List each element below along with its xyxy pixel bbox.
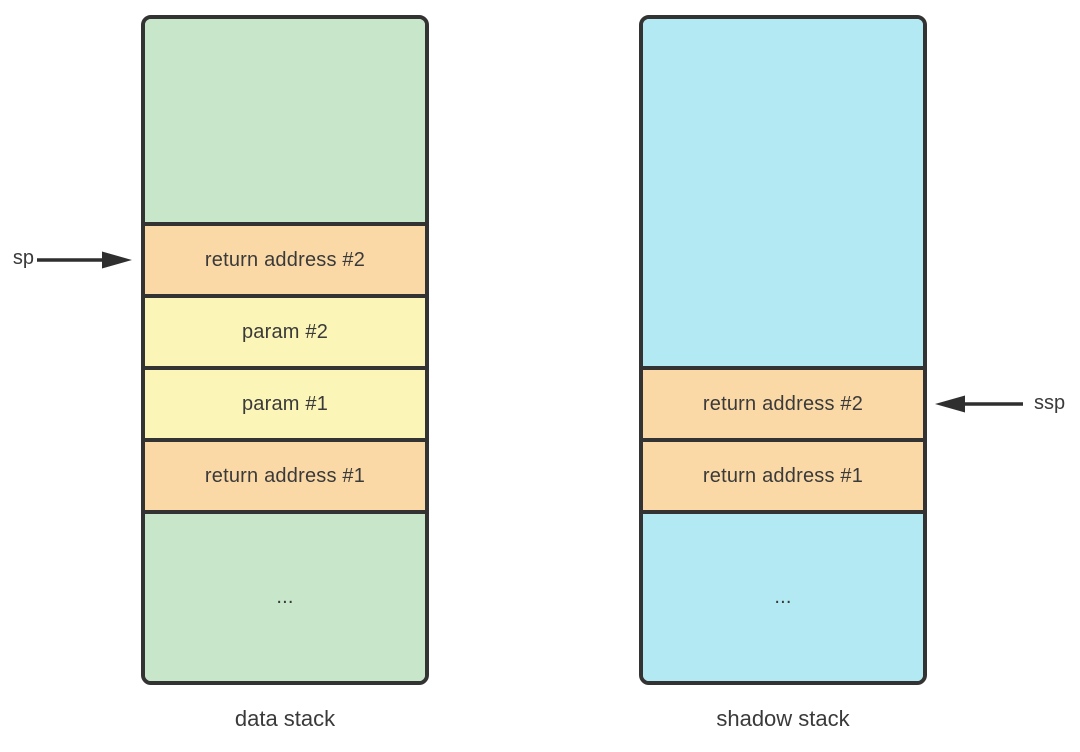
shadow-stack-return-address-1-segment: return address #1 bbox=[643, 438, 923, 510]
shadow-stack-caption: shadow stack bbox=[716, 706, 850, 731]
data-stack-return-address-1-segment: return address #1 bbox=[145, 438, 425, 510]
sp-arrow-icon bbox=[37, 251, 132, 269]
shadow-stack-return-address-2-segment: return address #2 bbox=[643, 366, 923, 438]
data-stack-free-top-segment bbox=[145, 19, 425, 222]
data-stack-ellipsis-segment: ... bbox=[145, 510, 425, 681]
data-stack-caption: data stack bbox=[234, 706, 336, 731]
sp-pointer-label: sp bbox=[12, 247, 34, 269]
shadow-stack-free-top-segment bbox=[643, 19, 923, 366]
shadow-stack-box: return address #2 return address #1 ... bbox=[639, 15, 927, 685]
ssp-arrow-icon bbox=[935, 395, 1023, 413]
shadow-stack-ellipsis-segment: ... bbox=[643, 510, 923, 681]
data-stack-param-1-segment: param #1 bbox=[145, 366, 425, 438]
data-stack-box: return address #2 param #2 param #1 retu… bbox=[141, 15, 429, 685]
ssp-pointer-label: ssp bbox=[1034, 392, 1066, 414]
data-stack-param-2-segment: param #2 bbox=[145, 294, 425, 366]
data-stack-return-address-2-segment: return address #2 bbox=[145, 222, 425, 294]
